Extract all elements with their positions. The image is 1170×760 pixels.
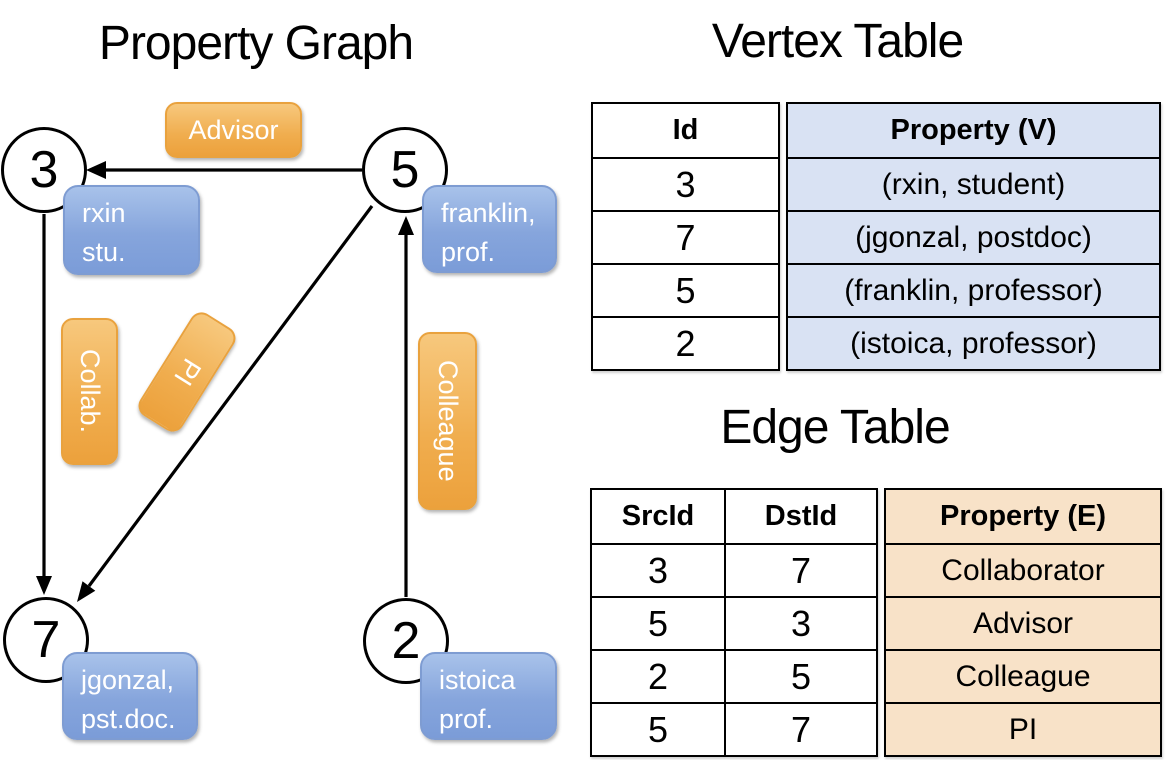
table-row: 2 5 — [592, 649, 876, 702]
vertex-property-chip-5: franklin, prof. — [422, 185, 557, 273]
vertex-property-chip-2: istoica prof. — [420, 652, 557, 740]
column-header: DstId — [724, 490, 876, 543]
edge-table-id-columns: SrcId DstId 3 7 5 3 2 5 5 7 — [590, 488, 878, 757]
chip-line: rxin — [82, 198, 126, 228]
table-cell: 3 — [647, 549, 669, 591]
table-cell: (istoica, professor) — [788, 316, 1159, 369]
edge-advisor-arrow — [86, 161, 362, 179]
table-cell: (franklin, professor) — [788, 263, 1159, 316]
graph-edges-canvas — [36, 161, 414, 602]
vertex-id: 5 — [390, 141, 420, 199]
table-cell: 7 — [724, 704, 876, 755]
edge-label-advisor: Advisor — [165, 102, 302, 158]
table-row: 3 7 — [592, 543, 876, 596]
chip-line: prof. — [441, 237, 496, 267]
vertex-id: 3 — [29, 141, 59, 199]
column-header: Id — [672, 114, 699, 146]
edge-label-colleague: Colleague — [418, 332, 477, 510]
table-cell: 2 — [647, 655, 669, 697]
edge-collab-arrow — [36, 214, 52, 595]
chip-line: jgonzal, — [81, 665, 175, 695]
table-cell: 2 — [593, 316, 778, 369]
edge-table: SrcId DstId 3 7 5 3 2 5 5 7 Property (E)… — [590, 488, 1162, 757]
table-cell: Collaborator — [886, 543, 1160, 596]
table-cell: 5 — [724, 651, 876, 702]
table-cell: 7 — [593, 210, 778, 263]
vertex-id: 2 — [391, 612, 421, 670]
table-cell: 3 — [593, 157, 778, 210]
table-cell: 3 — [724, 598, 876, 649]
table-cell: 5 — [593, 263, 778, 316]
vertex-property-chip-3: rxin stu. — [63, 185, 200, 275]
vertex-table-title: Vertex Table — [711, 15, 964, 68]
table-header-row: SrcId DstId — [592, 490, 876, 543]
table-cell: Colleague — [886, 649, 1160, 702]
edge-label-collab: Collab. — [61, 318, 118, 465]
vertex-table-id-column: Id 3 7 5 2 — [591, 102, 780, 371]
edge-pi-arrow — [77, 205, 374, 602]
table-cell: (jgonzal, postdoc) — [788, 210, 1159, 263]
table-cell: PI — [886, 702, 1160, 755]
vertex-circle-2: 2 — [363, 598, 449, 684]
table-cell: 7 — [724, 545, 876, 596]
chip-line: franklin, — [441, 198, 536, 228]
edge-colleague-arrow — [398, 216, 414, 597]
column-header: Property (V) — [890, 114, 1057, 146]
column-header: Property (E) — [940, 500, 1106, 532]
vertex-property-chip-7: jgonzal, pst.doc. — [62, 652, 198, 740]
chip-line: prof. — [439, 704, 494, 734]
property-graph-title: Property Graph — [98, 17, 414, 70]
vertex-table-property-column: Property (V) (rxin, student) (jgonzal, p… — [786, 102, 1161, 371]
edge-table-title: Edge Table — [720, 401, 950, 454]
edge-table-property-column: Property (E) Collaborator Advisor Collea… — [884, 488, 1162, 757]
vertex-table: Id 3 7 5 2 Property (V) (rxin, student) … — [591, 102, 1161, 371]
column-header: SrcId — [621, 500, 695, 532]
chip-line: stu. — [82, 237, 126, 267]
table-cell: Advisor — [886, 596, 1160, 649]
table-cell: 5 — [647, 708, 669, 750]
chip-line: istoica — [439, 665, 516, 695]
vertex-id: 7 — [31, 611, 61, 669]
table-row: 5 7 — [592, 702, 876, 755]
table-cell: 5 — [647, 602, 669, 644]
table-cell: (rxin, student) — [788, 157, 1159, 210]
chip-line: pst.doc. — [81, 704, 176, 734]
table-row: 5 3 — [592, 596, 876, 649]
